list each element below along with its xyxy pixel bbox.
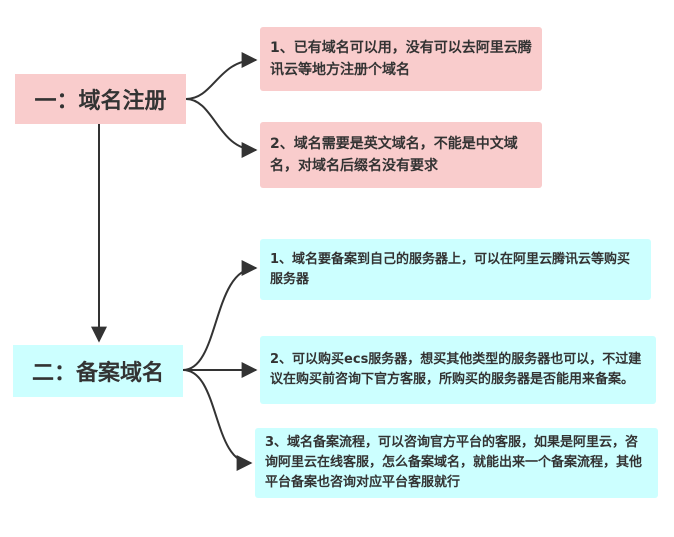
topic-domain-registration[interactable]: 一：域名注册 — [15, 74, 186, 124]
edge-main2-leaf5 — [182, 369, 253, 471]
subtopic-filing-1-text: 1、域名要备案到自己的服务器上，可以在阿里云腾讯云等购买服务器 — [270, 251, 631, 287]
edge-main2-leaf3 — [182, 260, 258, 371]
edge-main1-leaf2 — [185, 98, 258, 158]
subtopic-filing-3-text: 3、域名备案流程，可以咨询官方平台的客服，如果是阿里云，咨询阿里云在线客服，怎么… — [265, 435, 643, 490]
subtopic-filing-3[interactable]: 3、域名备案流程，可以咨询官方平台的客服，如果是阿里云，咨询阿里云在线客服，怎么… — [255, 428, 658, 498]
subtopic-registration-1[interactable]: 1、已有域名可以用，没有可以去阿里云腾讯云等地方注册个域名 — [260, 27, 542, 91]
subtopic-filing-2-text: 2、可以购买ecs服务器，想买其他类型的服务器也可以，不过建议在购买前咨询下官方… — [270, 352, 642, 387]
subtopic-filing-2[interactable]: 2、可以购买ecs服务器，想买其他类型的服务器也可以，不过建议在购买前咨询下官方… — [260, 336, 656, 404]
topic-domain-filing[interactable]: 二：备案域名 — [13, 345, 183, 397]
subtopic-registration-1-text: 1、已有域名可以用，没有可以去阿里云腾讯云等地方注册个域名 — [270, 40, 532, 78]
subtopic-registration-2[interactable]: 2、域名需要是英文域名，不能是中文域名，对域名后缀名没有要求 — [260, 122, 542, 188]
topic-domain-registration-label: 一：域名注册 — [34, 89, 167, 114]
topic-domain-filing-label: 二：备案域名 — [31, 361, 164, 386]
subtopic-filing-1[interactable]: 1、域名要备案到自己的服务器上，可以在阿里云腾讯云等购买服务器 — [260, 239, 651, 300]
subtopic-registration-2-text: 2、域名需要是英文域名，不能是中文域名，对域名后缀名没有要求 — [270, 136, 518, 174]
edge-main1-leaf1 — [185, 52, 258, 100]
